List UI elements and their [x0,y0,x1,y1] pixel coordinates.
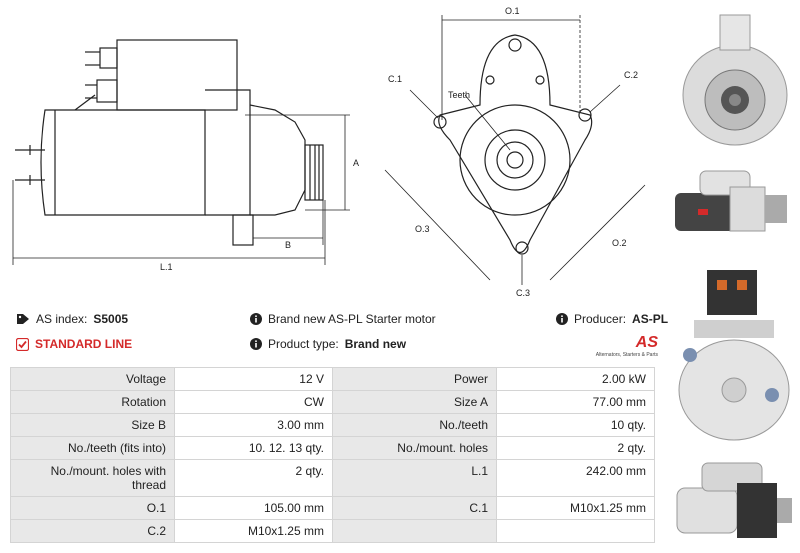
spec-value: CW [174,390,333,414]
spec-label: Size A [331,390,498,414]
c3-label: C.3 [516,288,530,298]
check-square-icon [16,337,29,351]
c2-label: C.2 [624,70,638,80]
spec-label: Rotation [9,390,176,414]
side-view-drawing: A B L.1 [12,39,359,272]
producer: Producer: AS-PL [556,312,668,326]
product-photo-4 [672,458,797,548]
spec-label: O.1 [9,496,176,520]
as-logo-text: AS [635,334,658,351]
dim-a-label: A [353,158,359,168]
spec-label: Power [331,367,498,391]
product-photo-2 [670,165,795,240]
spec-value: 2.00 kW [496,367,655,391]
spec-value: 12 V [174,367,333,391]
spec-label: No./teeth (fits into) [9,436,176,460]
product-photo-3 [672,265,797,450]
spec-label: No./mount. holes [331,436,498,460]
spec-value: 105.00 mm [174,496,333,520]
product-type: Product type: Brand new [250,337,406,351]
spec-label: C.2 [9,519,176,543]
description-text: Brand new AS-PL Starter motor [268,312,436,326]
front-view-drawing: O.1 C.1 C.2 Teeth O.3 O.2 C.3 [384,6,646,298]
spec-label: Size B [9,413,176,437]
spec-label: Voltage [9,367,176,391]
product-type-label: Product type: [268,337,339,351]
dim-l1-label: L.1 [160,262,173,272]
spec-value: 10 qty. [496,413,655,437]
spec-label: L.1 [331,459,498,497]
as-index: AS index: S5005 [16,312,128,326]
spec-value: 3.00 mm [174,413,333,437]
info-icon [250,313,262,325]
spec-value: 10. 12. 13 qty. [174,436,333,460]
standard-line-text: STANDARD LINE [35,337,133,351]
tag-icon [17,314,29,324]
spec-value: 242.00 mm [496,459,655,497]
spec-label: No./mount. holes with thread [9,459,176,497]
as-logo-subtitle: Alternators, Starters & Parts [595,352,658,358]
product-type-value: Brand new [344,337,407,351]
teeth-label: Teeth [448,90,470,100]
o3-label: O.3 [415,224,430,234]
spec-value: M10x1.25 mm [174,519,333,543]
info-icon [250,338,262,350]
dim-b-label: B [285,240,291,250]
producer-value: AS-PL [632,312,669,326]
info-icon [556,313,568,325]
o2-label: O.2 [612,238,627,248]
producer-label: Producer: [574,312,627,326]
spec-value: 2 qty. [496,436,655,460]
spec-row: No./teeth (fits into)10. 12. 13 qty.No./… [9,436,655,460]
spec-value: M10x1.25 mm [496,496,655,520]
standard-line: STANDARD LINE [16,337,132,351]
spec-value: 77.00 mm [496,390,655,414]
spec-label: C.1 [331,496,498,520]
as-index-label: AS index: [36,312,88,326]
product-photo-1 [675,5,795,155]
spec-value [496,519,655,543]
c1-label: C.1 [388,74,402,84]
spec-label: No./teeth [331,413,498,437]
as-logo: AS Alternators, Starters & Parts [590,334,658,360]
o1-label: O.1 [505,6,520,16]
as-index-value: S5005 [93,312,129,326]
spec-value: 2 qty. [174,459,333,497]
description: Brand new AS-PL Starter motor [250,312,436,326]
spec-label [331,519,498,543]
